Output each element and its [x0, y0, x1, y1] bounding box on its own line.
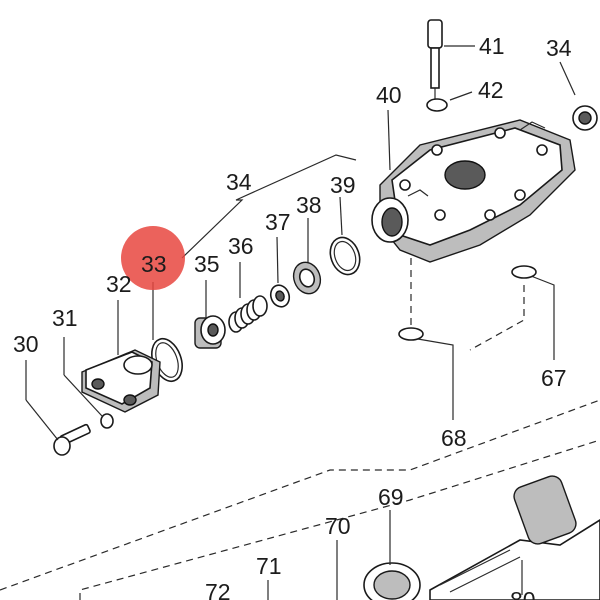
label-31: 31 [52, 305, 78, 331]
oring-67 [511, 265, 537, 279]
label-38: 38 [296, 192, 322, 218]
oring-39 [329, 236, 361, 276]
shaft-80 [429, 475, 600, 600]
label-68: 68 [441, 425, 467, 451]
label-41: 41 [479, 33, 505, 59]
bearing-69 [363, 562, 421, 600]
washer-42 [426, 98, 448, 112]
pump-head-40 [371, 119, 576, 263]
callout-40 [387, 109, 391, 171]
label-67: 67 [541, 365, 567, 391]
label-80: 80 [510, 587, 536, 600]
screw-30 [53, 423, 91, 456]
callout-39 [339, 196, 343, 236]
leader-68b [411, 337, 454, 420]
callout-34-right [559, 61, 576, 96]
callout-34-bracket [181, 154, 357, 259]
label-35: 35 [194, 251, 220, 277]
assembly-outline [0, 399, 600, 591]
highlight-marker-33 [121, 226, 185, 290]
label-32: 32 [106, 271, 132, 297]
label-40: 40 [376, 82, 402, 108]
flange-32 [81, 349, 161, 413]
label-71: 71 [256, 553, 282, 579]
label-39: 39 [330, 172, 356, 198]
label-37: 37 [265, 209, 291, 235]
label-69: 69 [378, 484, 404, 510]
label-34-right: 34 [546, 35, 572, 61]
leader-67 [469, 285, 525, 351]
gear-34-upper [572, 105, 598, 131]
label-70: 70 [325, 513, 351, 539]
callout-37 [276, 236, 279, 284]
label-34-left: 34 [226, 169, 252, 195]
label-36: 36 [228, 233, 254, 259]
label-33: 33 [141, 251, 167, 277]
label-42: 42 [478, 77, 504, 103]
spring-36 [228, 295, 268, 333]
leader-67b [530, 275, 555, 360]
label-30: 30 [13, 331, 39, 357]
bolt-41 [427, 19, 443, 110]
oring-68 [398, 327, 424, 341]
callout-42 [449, 91, 473, 101]
label-72: 72 [205, 579, 231, 600]
assembly-outline-lower [79, 439, 600, 600]
washer-31 [100, 413, 114, 429]
valve-35 [194, 315, 226, 349]
